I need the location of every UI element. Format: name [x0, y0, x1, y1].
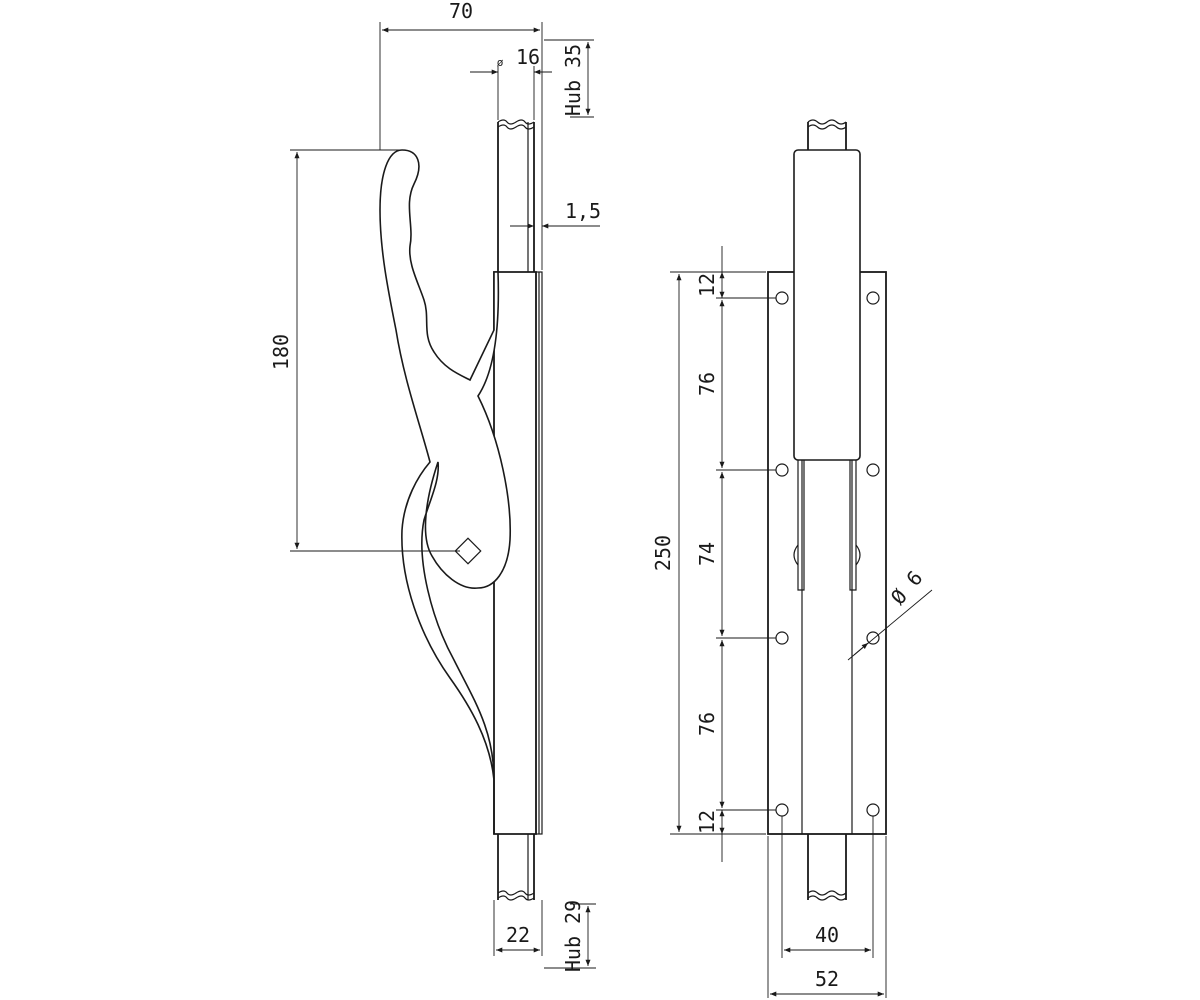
- dim-total-width: 70: [379, 0, 543, 270]
- dim-22-label: 22: [506, 923, 530, 947]
- lever-handle: [379, 149, 512, 834]
- dim-hole-diameter-label: Ø 6: [886, 566, 928, 609]
- screw-hole: [866, 463, 880, 477]
- bolt-guide: [793, 460, 861, 591]
- dim-hole-pitch-chain: 12 76 74 76 12: [695, 246, 725, 862]
- dim-stroke-bottom: Hub 29: [544, 900, 596, 972]
- dim-76-lower-label: 76: [695, 712, 719, 736]
- dim-76-upper-label: 76: [695, 372, 719, 396]
- top-bolt-stub: [807, 119, 847, 150]
- dim-diameter-symbol: ø: [497, 56, 504, 69]
- screw-hole: [775, 463, 789, 477]
- upper-bolt-rod: [497, 119, 535, 272]
- screw-hole: [775, 631, 789, 645]
- dim-hole-diameter: Ø 6: [847, 566, 933, 661]
- dim-74-label: 74: [695, 542, 719, 566]
- dim-70-label: 70: [449, 0, 473, 23]
- dim-12-bottom-label: 12: [695, 810, 719, 834]
- screw-hole: [775, 291, 789, 305]
- dim-180-label: 180: [269, 334, 293, 370]
- dim-hub-35-label: Hub 35: [561, 44, 585, 116]
- bottom-bolt-stub: [807, 834, 847, 901]
- dim-hub-29-label: Hub 29: [561, 900, 585, 972]
- dim-1-5-label: 1,5: [565, 199, 601, 223]
- dim-plate-thickness: 1,5: [510, 199, 601, 229]
- dim-total-length: 250: [651, 274, 682, 832]
- square-spindle: [454, 537, 482, 565]
- dim-16-label: 16: [516, 45, 540, 69]
- sliding-bolt: [793, 149, 861, 461]
- side-view: 70 ø 16 Hub 35 1,5: [269, 0, 601, 972]
- screw-hole: [775, 803, 789, 817]
- front-view: 250 12 76 74 76 12 Ø 6 40: [651, 119, 933, 998]
- dim-bottom-bolt-width: 22: [493, 900, 543, 956]
- dim-40-label: 40: [815, 923, 839, 947]
- screw-hole: [866, 631, 880, 645]
- dim-52-label: 52: [815, 967, 839, 991]
- dim-250-label: 250: [651, 535, 675, 571]
- screw-hole: [866, 291, 880, 305]
- dim-bolt-width: ø 16: [470, 45, 552, 120]
- dim-plate-width: 52: [767, 836, 887, 998]
- dim-hole-spacing: 40: [781, 816, 874, 958]
- housing-body: [493, 271, 537, 835]
- screw-hole: [866, 803, 880, 817]
- dim-lever-length: 180: [269, 149, 460, 552]
- lower-bolt-rod: [497, 834, 535, 901]
- dim-12-top-label: 12: [695, 273, 719, 297]
- dim-stroke-top: Hub 35: [544, 39, 594, 118]
